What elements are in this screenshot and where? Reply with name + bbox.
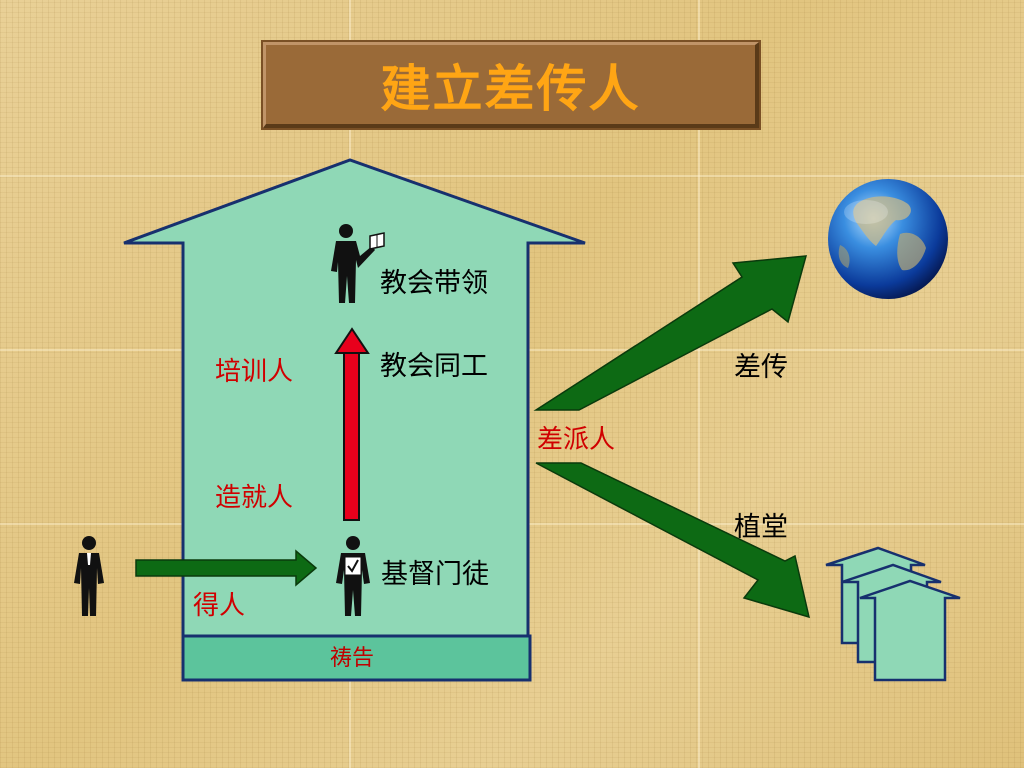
leader-icon: [331, 224, 385, 303]
growth-arrow: [334, 327, 370, 521]
church-planting-label: 植堂: [734, 512, 788, 543]
process-build: 造就人: [215, 483, 294, 513]
background-seam: [0, 175, 1024, 177]
prayer-label: 祷告: [330, 646, 375, 671]
mission-label: 差传: [734, 352, 788, 383]
gain-arrow: [135, 549, 318, 587]
process-gain: 得人: [193, 591, 246, 621]
process-train: 培训人: [215, 357, 294, 387]
sending-label: 差派人: [537, 425, 616, 455]
globe-icon: [828, 179, 948, 299]
step-disciples: 基督门徒: [381, 559, 489, 590]
person-icon: [74, 536, 104, 616]
church-buildings-icon: [825, 546, 961, 682]
prayer-base: [181, 634, 532, 682]
slide-title: 建立差传人: [380, 59, 641, 118]
title-banner: 建立差传人: [263, 42, 759, 128]
step-church-coworkers: 教会同工: [380, 351, 488, 382]
background-seam: [698, 0, 700, 768]
send-arrow-down: [535, 462, 811, 619]
step-church-leadership: 教会带领: [380, 268, 488, 299]
disciple-icon: [336, 536, 370, 616]
send-arrow-up: [533, 255, 808, 411]
